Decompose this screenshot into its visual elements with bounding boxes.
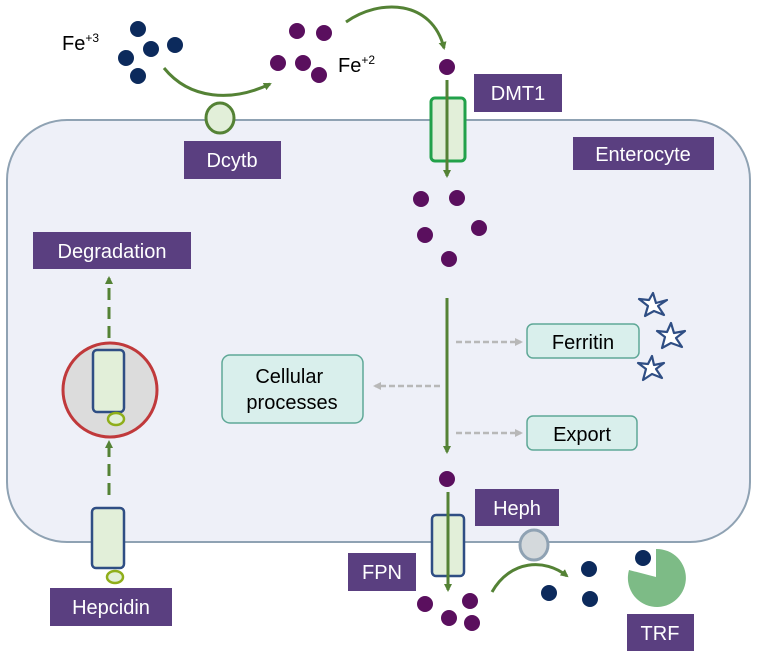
fpn-label-box [348,553,416,591]
membrane-ferroportin-hepcidin-bound [90,506,126,570]
hephaestin-enzyme [518,528,550,562]
fe2-to-dmt1-arrow [345,5,447,50]
dcytb-label-box [184,141,281,179]
fe3-superscript: +3 [85,31,99,45]
degradation-label: Degradation [58,241,167,263]
enterocyte-label: Enterocyte [595,144,691,166]
fpn-label: FPN [362,562,402,584]
fe2-label: Fe+2 [338,53,375,77]
internalized-hepcidin [106,411,126,427]
heph-label-box [475,489,559,526]
exported-fe2-cluster [417,593,480,631]
exported-fe3-cluster [541,561,598,607]
ferritin-label: Ferritin [552,332,614,354]
dcytb-enzyme [204,101,236,135]
fe3-base-text: Fe [62,33,85,55]
cellular-processes-line1: Cellular [255,366,323,388]
hepcidin-label-box [50,588,172,626]
dcytb-label: Dcytb [206,150,257,172]
hepcidin-molecule [105,569,125,585]
ferritin-box [526,323,640,359]
heph-label: Heph [493,498,541,520]
pacman-icon [627,548,686,607]
degradation-label-box [33,232,191,269]
fe2-superscript: +2 [361,53,375,67]
dmt1-label: DMT1 [491,83,545,105]
internalized-ferroportin [91,348,126,414]
trf-label: TRF [641,623,680,645]
fe3-label: Fe+3 [62,31,99,55]
ferritin-star-icon [636,291,687,382]
fe2-base-text: Fe [338,55,361,77]
cellular-processes-line2: processes [246,392,337,414]
hepcidin-label: Hepcidin [72,597,150,619]
export-box [526,415,638,451]
trf-label-box [627,614,694,651]
dcytb-reduction-arrow [162,67,272,97]
cellular-processes-box [221,354,364,424]
cellular-processes-label: Cellular processes [246,366,337,414]
enterocyte-label-box [573,137,714,170]
fe2-ion-cluster [270,23,332,83]
export-label: Export [553,424,611,446]
transferrin-bound-fe3 [635,550,651,566]
dmt1-label-box [474,74,562,112]
fe2-ion-before-fpn [439,471,455,487]
intracellular-iron-pool [413,190,487,267]
fe2-ion-at-dmt1 [439,59,455,75]
hephaestin-oxidation-arrow [490,563,569,593]
fe3-ion-cluster [118,21,183,84]
